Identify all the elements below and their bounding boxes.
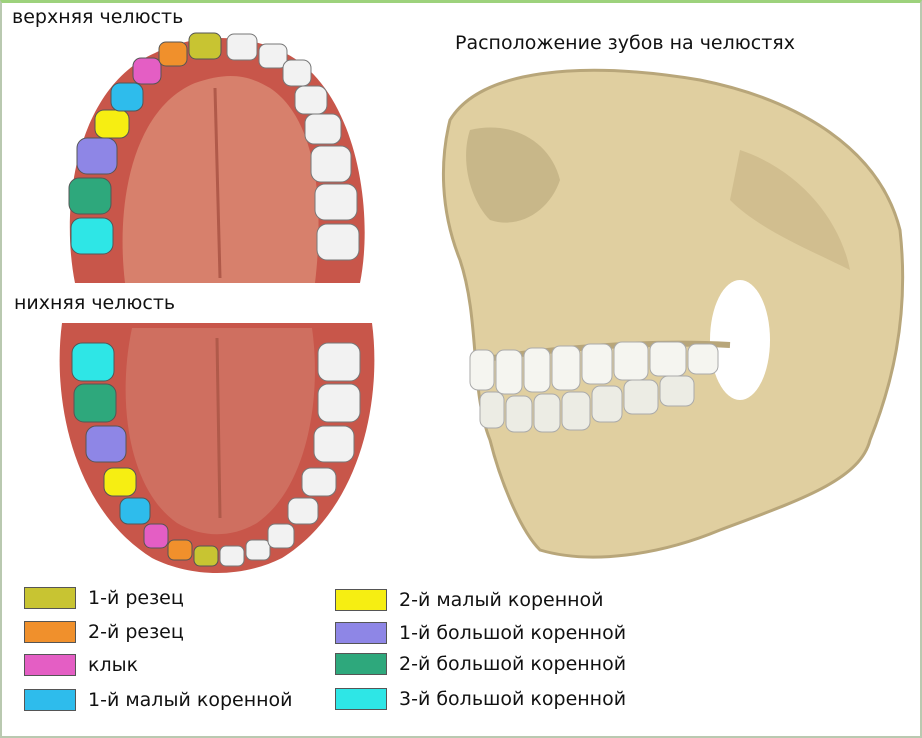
legend-item-3rd-molar: 3-й большой коренной	[335, 686, 626, 712]
legend-label: 2-й малый коренной	[399, 589, 604, 611]
legend-item-1st-premolar: 1-й малый коренной	[24, 687, 293, 713]
legend-item-canine: клык	[24, 652, 138, 678]
lower-jaw-title: нихняя челюсть	[14, 292, 175, 314]
legend-label: 1-й малый коренной	[88, 689, 293, 711]
legend-label: 2-й большой коренной	[399, 653, 626, 675]
legend-item-2nd-molar: 2-й большой коренной	[335, 651, 626, 677]
legend-label: 3-й большой коренной	[399, 688, 626, 710]
skull-illustration	[440, 60, 910, 580]
legend-swatch	[24, 587, 76, 609]
upper-jaw-title: верхняя челюсть	[12, 6, 183, 28]
legend-item-2nd-incisor: 2-й резец	[24, 619, 184, 645]
tooth-legend: 1-й резец 2-й резец клык 1-й малый корен…	[24, 585, 684, 725]
lower-jaw-illustration	[52, 318, 382, 578]
legend-item-1st-incisor: 1-й резец	[24, 585, 184, 611]
legend-label: 1-й большой коренной	[399, 622, 626, 644]
legend-swatch	[335, 653, 387, 675]
legend-swatch	[335, 589, 387, 611]
legend-label: клык	[88, 654, 138, 676]
legend-swatch	[24, 621, 76, 643]
upper-jaw-illustration	[55, 28, 375, 288]
legend-label: 1-й резец	[88, 587, 184, 609]
legend-swatch	[24, 689, 76, 711]
legend-swatch	[335, 688, 387, 710]
legend-label: 2-й резец	[88, 621, 184, 643]
legend-item-1st-molar: 1-й большой коренной	[335, 620, 626, 646]
legend-swatch	[335, 622, 387, 644]
diagram-title: Расположение зубов на челюстях	[455, 32, 795, 54]
legend-swatch	[24, 654, 76, 676]
legend-item-2nd-premolar: 2-й малый коренной	[335, 587, 604, 613]
